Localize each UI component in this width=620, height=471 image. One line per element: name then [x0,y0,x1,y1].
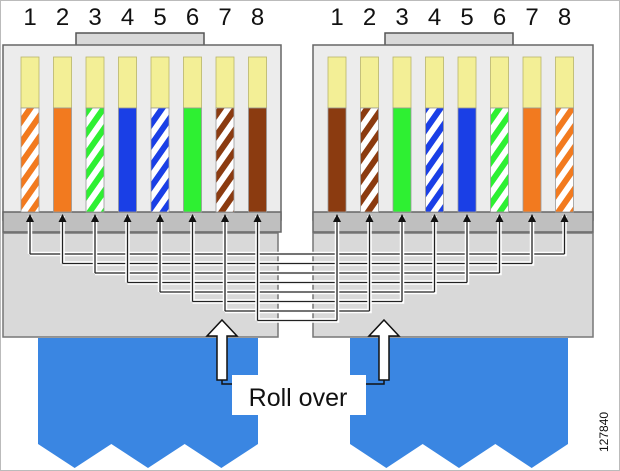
wire-left-pin-2 [53,107,72,213]
wire-right-pin-4 [425,107,444,213]
contact-left-pin-2 [53,56,72,109]
pin-number-right-3: 3 [395,4,408,31]
contact-right-pin-2 [360,56,379,109]
caption-background [232,375,366,415]
cable-boot-left [2,232,279,338]
cable-jacket-right [350,338,568,468]
pin-number-left-8: 8 [251,4,264,31]
wires [20,56,574,213]
contact-right-pin-7 [522,56,542,109]
contact-left-pin-6 [183,56,202,109]
pin-number-right-7: 7 [525,4,538,31]
pin-number-left-3: 3 [88,4,101,31]
contact-left-pin-4 [118,56,137,109]
wire-left-pin-6 [183,107,202,213]
pin-number-right-4: 4 [428,4,441,31]
connector-housing-left [2,44,282,221]
pin-number-left-1: 1 [23,4,36,31]
contact-strip-right [312,211,594,233]
contact-left-pin-7 [215,56,235,109]
cable-boot-right [312,232,594,338]
wire-left-pin-1 [20,107,40,213]
contact-left-pin-1 [20,56,40,109]
contact-left-pin-5 [150,56,170,109]
cable-jacket-left [38,338,258,468]
pin-number-right-1: 1 [330,4,343,31]
connector-housing-right [312,44,594,221]
pin-number-left-7: 7 [218,4,231,31]
contact-right-pin-5 [457,56,477,109]
wire-right-pin-1 [327,107,347,213]
wire-right-pin-3 [392,107,412,213]
wire-right-pin-2 [360,107,379,213]
wire-left-pin-5 [150,107,170,213]
contact-right-pin-4 [425,56,444,109]
wire-right-pin-7 [522,107,542,213]
contact-left-pin-3 [85,56,105,109]
wire-right-pin-6 [490,107,509,213]
pin-number-left-6: 6 [186,4,199,31]
wire-left-pin-7 [215,107,235,213]
pin-number-right-6: 6 [493,4,506,31]
wire-right-pin-8 [555,107,574,213]
pin-number-left-2: 2 [56,4,69,31]
wire-left-pin-8 [248,107,267,213]
contact-right-pin-1 [327,56,347,109]
cable-jackets [38,338,568,468]
rollover-connections [26,214,569,385]
contact-right-pin-3 [392,56,412,109]
wire-left-pin-3 [85,107,105,213]
contact-strip-left [2,211,282,233]
pin-number-left-4: 4 [121,4,134,31]
pin-number-right-8: 8 [558,4,571,31]
figure-id: 127840 [597,412,611,452]
caption-label: Roll over [249,384,348,412]
caption-group: Roll over [232,375,366,415]
pin-number-right-2: 2 [363,4,376,31]
connector-housings [2,32,594,338]
wire-left-pin-4 [118,107,137,213]
pin-number-right-5: 5 [460,4,473,31]
contact-right-pin-6 [490,56,509,109]
wire-right-pin-5 [457,107,477,213]
contact-right-pin-8 [555,56,574,109]
contact-left-pin-8 [248,56,267,109]
pin-number-left-5: 5 [153,4,166,31]
